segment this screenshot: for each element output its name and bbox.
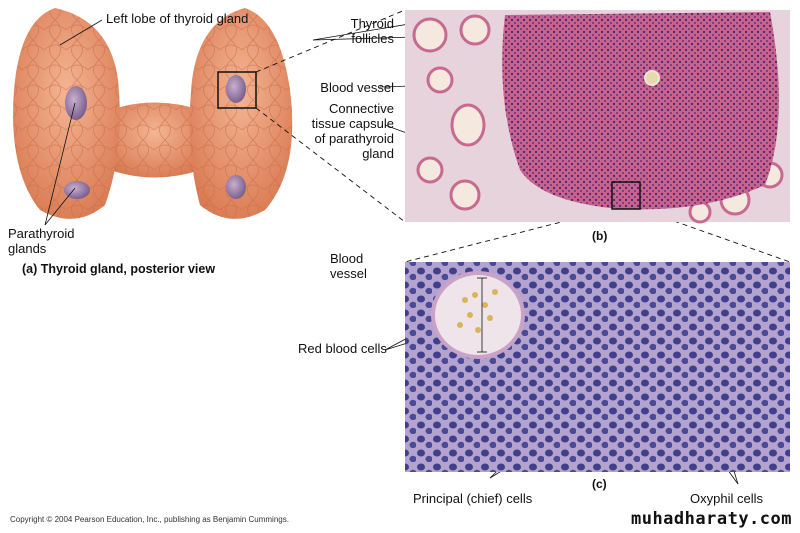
caption-a: (a) Thyroid gland, posterior view xyxy=(22,262,216,276)
thyroid-illustration xyxy=(13,8,293,219)
caption-c: (c) xyxy=(592,477,607,491)
parathyroid-gland xyxy=(64,181,90,199)
label-parathyroid-glands: Parathyroid glands xyxy=(8,226,75,256)
label-left-lobe: Left lobe of thyroid gland xyxy=(106,11,249,26)
micrograph-b xyxy=(405,10,790,224)
label-blood-vessel-b: Blood vessel xyxy=(320,80,394,95)
label-principal-cells: Principal (chief) cells xyxy=(413,491,533,506)
parathyroid-gland xyxy=(226,75,246,103)
label-blood-vessel-c: Blood vessel xyxy=(330,251,367,281)
parathyroid-gland xyxy=(226,175,246,199)
zoom-guides xyxy=(255,9,791,263)
caption-b: (b) xyxy=(592,229,608,243)
copyright: Copyright © 2004 Pearson Education, Inc.… xyxy=(10,515,289,524)
zoom-box xyxy=(217,71,257,109)
label-oxyphil-cells: Oxyphil cells xyxy=(690,491,763,506)
watermark: muhadharaty.com xyxy=(630,509,792,529)
label-thyroid-follicles: Thyroid follicles xyxy=(350,16,394,46)
micrograph-c xyxy=(405,262,790,472)
label-connective-capsule: Connective tissue capsule of parathyroid… xyxy=(311,101,394,161)
parathyroid-gland xyxy=(65,86,87,120)
label-red-blood-cells: Red blood cells xyxy=(298,341,387,356)
zoom-box xyxy=(611,181,641,210)
